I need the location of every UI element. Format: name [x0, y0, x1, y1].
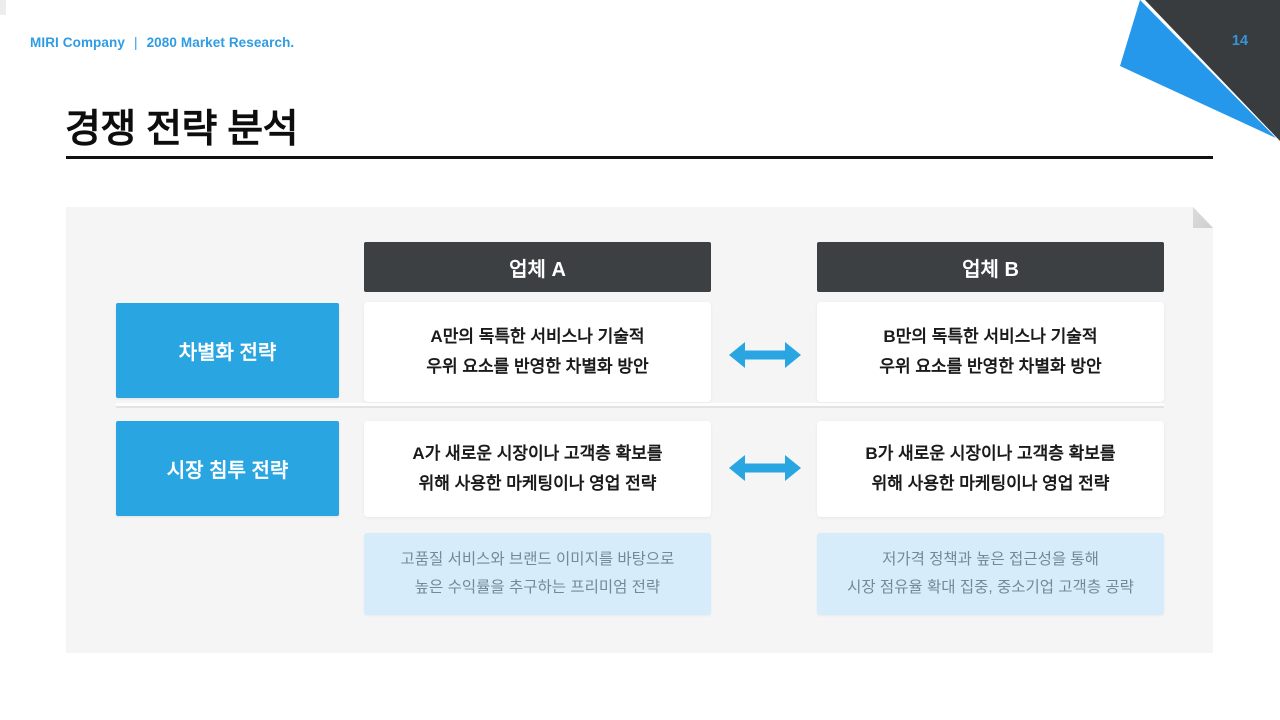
footnote-company-b: 저가격 정책과 높은 접근성을 통해 시장 점유율 확대 집중, 중소기업 고객… [817, 533, 1164, 615]
swap-arrow-icon [729, 342, 801, 368]
column-header-label: 업체 A [509, 258, 566, 281]
page-title: 경쟁 전략 분석 [65, 108, 298, 151]
page-number: 14 [1231, 33, 1249, 49]
title-underline [66, 156, 1213, 159]
footnote-text-line: 고품질 서비스와 브랜드 이미지를 바탕으로 [400, 551, 675, 568]
row-label-text: 시장 침투 전략 [166, 460, 289, 482]
cell-text-line: 우위 요소를 반영한 차별화 방안 [426, 357, 649, 376]
footnote-text-line: 저가격 정책과 높은 접근성을 통해 [882, 551, 1099, 568]
row-label-text: 차별화 전략 [178, 342, 277, 364]
brand-company: MIRI Company [30, 35, 125, 50]
swap-arrow-icon [729, 455, 801, 481]
cell-row2-company-b: B가 새로운 시장이나 고객층 확보를 위해 사용한 마케팅이나 영업 전략 [817, 421, 1164, 517]
brand-line: MIRI Company | 2080 Market Research. [30, 35, 294, 50]
row-divider [116, 403, 1164, 408]
cell-text-line: B만의 독특한 서비스나 기술적 [883, 327, 1098, 346]
cell-row1-company-a: A만의 독특한 서비스나 기술적 우위 요소를 반영한 차별화 방안 [364, 302, 711, 402]
column-header-company-a: 업체 A [364, 242, 711, 292]
column-header-label: 업체 B [962, 258, 1019, 281]
column-header-company-b: 업체 B [817, 242, 1164, 292]
cell-text-line: 위해 사용한 마케팅이나 영업 전략 [418, 474, 657, 493]
footnote-text-line: 시장 점유율 확대 집중, 중소기업 고객층 공략 [847, 579, 1134, 596]
brand-subtitle: 2080 Market Research. [146, 35, 295, 50]
row-label-differentiation-strategy: 차별화 전략 [116, 303, 339, 398]
brand-separator: | [133, 35, 138, 50]
row-label-market-penetration-strategy: 시장 침투 전략 [116, 421, 339, 516]
footnote-text-line: 높은 수익률을 추구하는 프리미엄 전략 [414, 579, 661, 596]
cell-text-line: B가 새로운 시장이나 고객층 확보를 [865, 444, 1116, 463]
cell-text-line: A만의 독특한 서비스나 기술적 [430, 327, 645, 346]
footnote-company-a: 고품질 서비스와 브랜드 이미지를 바탕으로 높은 수익률을 추구하는 프리미엄… [364, 533, 711, 615]
cell-text-line: 우위 요소를 반영한 차별화 방안 [879, 357, 1102, 376]
cell-row2-company-a: A가 새로운 시장이나 고객층 확보를 위해 사용한 마케팅이나 영업 전략 [364, 421, 711, 517]
cell-row1-company-b: B만의 독특한 서비스나 기술적 우위 요소를 반영한 차별화 방안 [817, 302, 1164, 402]
cell-text-line: A가 새로운 시장이나 고객층 확보를 [412, 444, 663, 463]
screen-edge-artifact [0, 0, 6, 15]
cell-text-line: 위해 사용한 마케팅이나 영업 전략 [871, 474, 1110, 493]
